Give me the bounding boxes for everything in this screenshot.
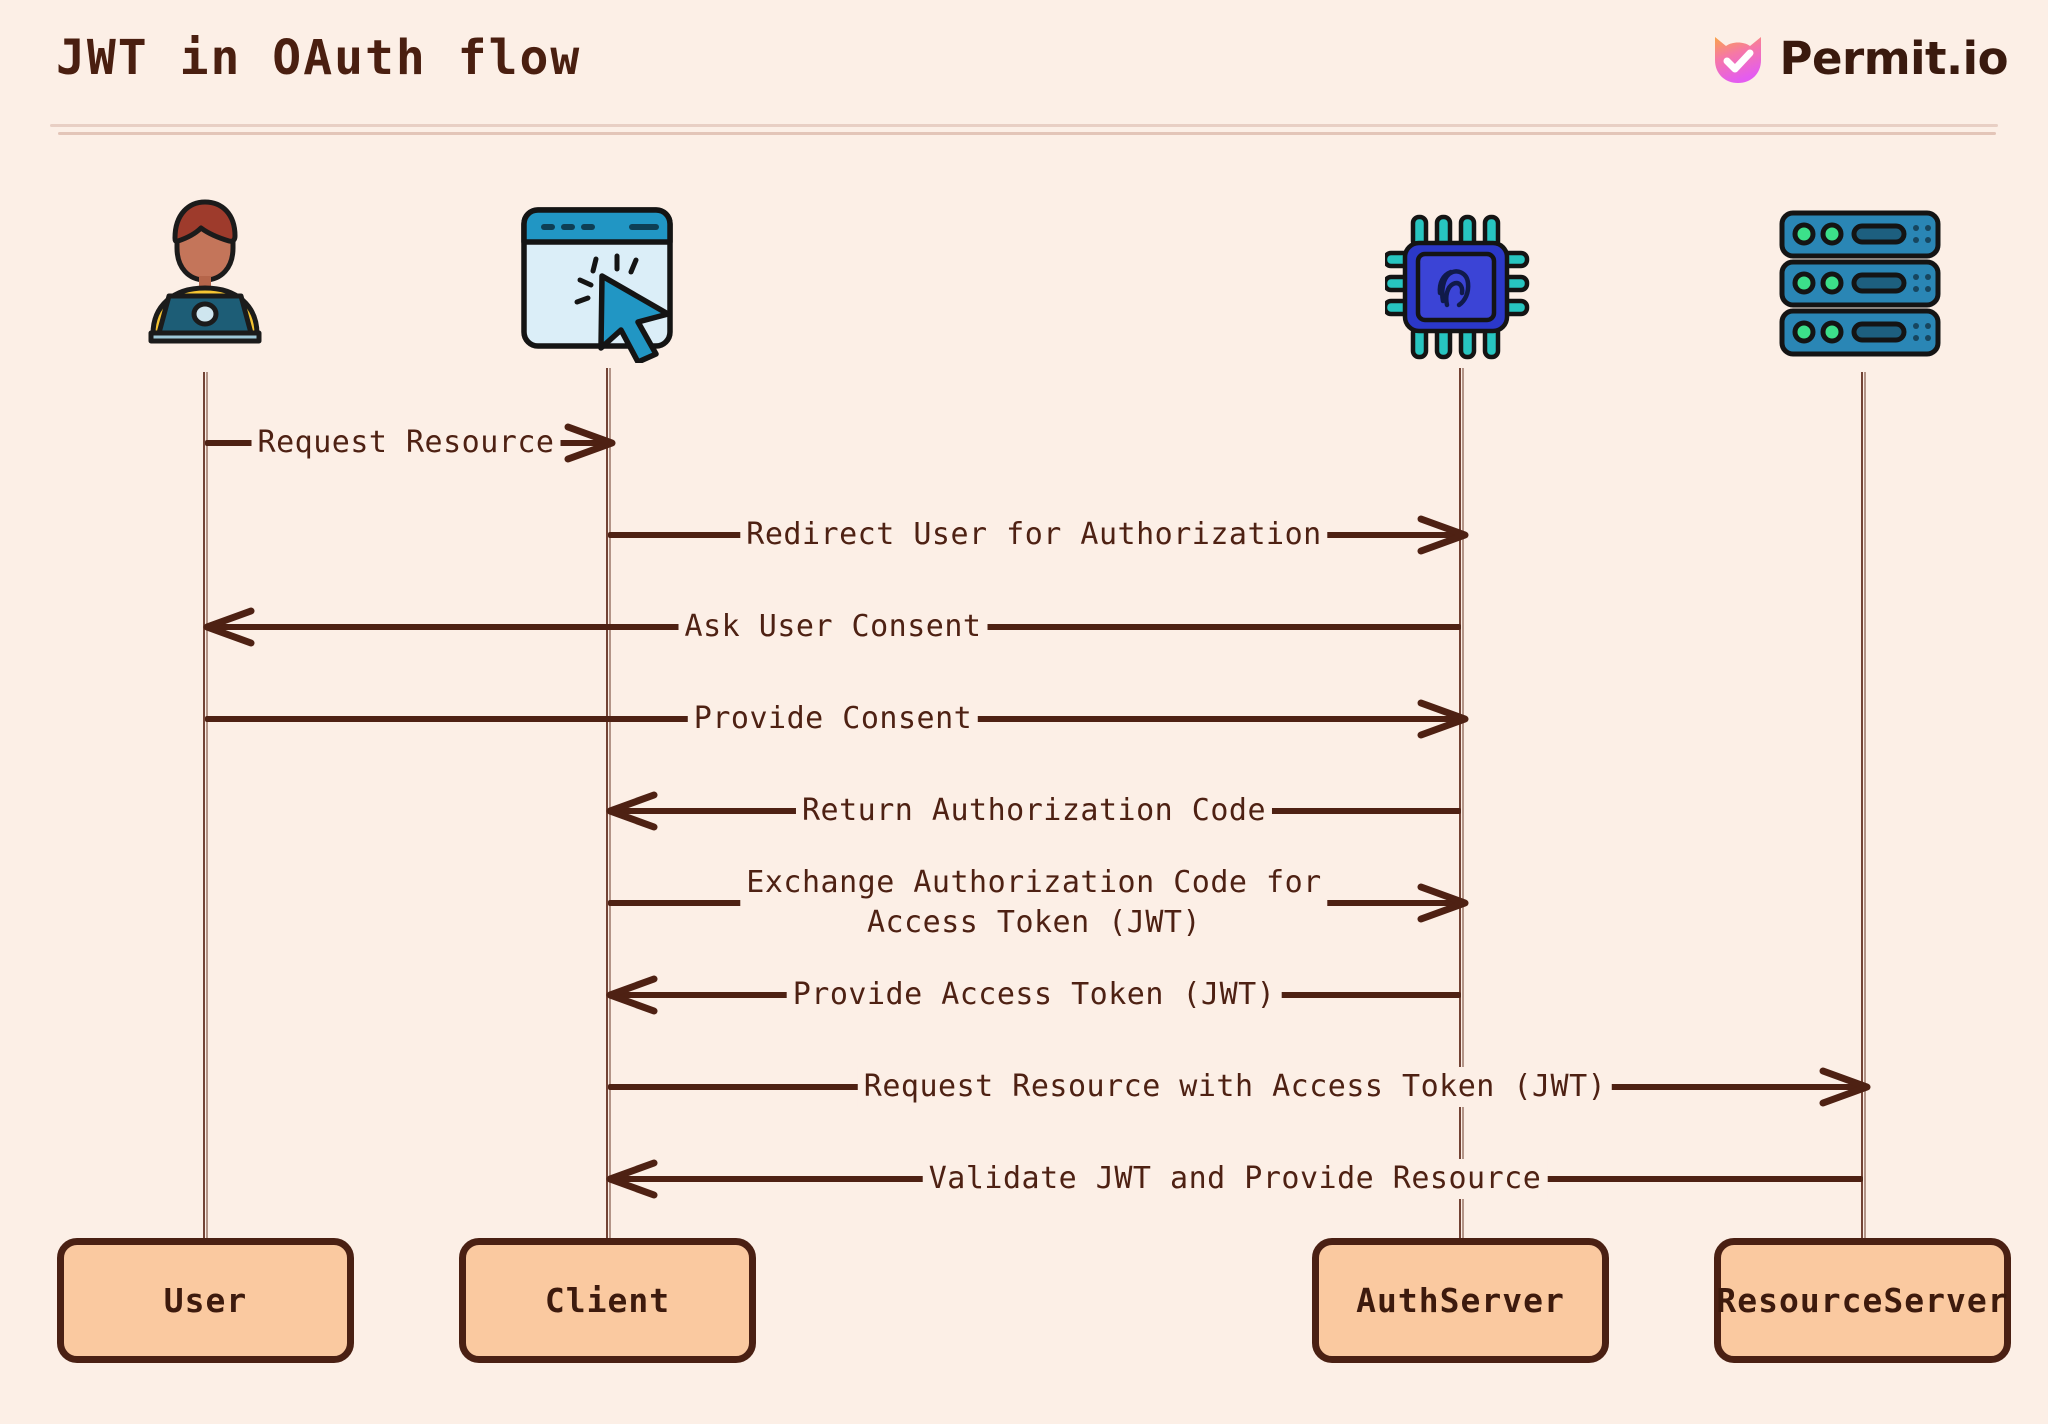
arrowhead-right-icon: [1415, 881, 1471, 929]
arrowhead-left-icon: [201, 605, 257, 653]
lifeline-client: [606, 368, 611, 1240]
message-label: Return Authorization Code: [795, 791, 1273, 831]
arrowhead-right-icon: [562, 421, 618, 469]
message-label: Exchange Authorization Code for Access T…: [740, 863, 1328, 943]
message-label: Validate JWT and Provide Resource: [922, 1159, 1548, 1199]
person-with-laptop-icon: [125, 188, 285, 352]
arrowhead-left-icon: [604, 973, 660, 1021]
message-label: Redirect User for Authorization: [740, 515, 1328, 555]
cpu-chip-fingerprint-icon: [1382, 213, 1537, 365]
page-title: JWT in OAuth flow: [56, 30, 582, 86]
participant-label: AuthServer: [1356, 1281, 1565, 1320]
server-rack-icon: [1776, 208, 1944, 364]
divider-rule-bottom: [58, 132, 1996, 135]
browser-window-cursor-icon: [510, 198, 685, 367]
divider-rule-top: [50, 124, 1998, 127]
message-label: Request Resource: [251, 423, 561, 463]
message-label: Provide Access Token (JWT): [786, 975, 1282, 1015]
header-divider: [50, 124, 1998, 138]
lifeline-user: [203, 372, 208, 1240]
participant-label: Client: [544, 1281, 671, 1320]
arrowhead-right-icon: [1415, 513, 1471, 561]
permit-shield-check-icon: [1710, 26, 1766, 90]
lifeline-authserver: [1459, 368, 1464, 1240]
participant-label: User: [163, 1281, 248, 1320]
brand-name: Permit.io: [1779, 31, 2009, 85]
participant-box-resourceserver[interactable]: ResourceServer: [1714, 1238, 2011, 1363]
lifeline-resourceserver: [1861, 372, 1866, 1240]
participant-box-authserver[interactable]: AuthServer: [1312, 1238, 1609, 1363]
participant-box-client[interactable]: Client: [459, 1238, 756, 1363]
participant-box-user[interactable]: User: [57, 1238, 354, 1363]
message-label: Ask User Consent: [678, 607, 988, 647]
arrowhead-right-icon: [1817, 1065, 1873, 1113]
arrowhead-left-icon: [604, 1157, 660, 1205]
message-label: Provide Consent: [687, 699, 979, 739]
participant-label: ResourceServer: [1716, 1281, 2009, 1320]
arrowhead-left-icon: [604, 789, 660, 837]
message-label: Request Resource with Access Token (JWT): [857, 1067, 1613, 1107]
arrowhead-right-icon: [1415, 697, 1471, 745]
brand-logo: Permit.io: [1710, 26, 2009, 90]
